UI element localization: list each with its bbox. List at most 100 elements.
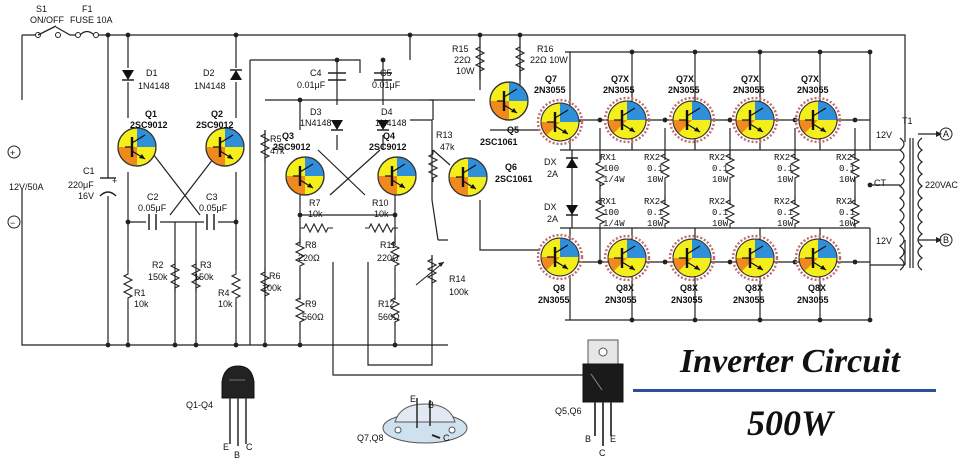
r3-label: R3 [200, 260, 212, 270]
resistor-r10 [365, 222, 398, 234]
transformer-t1 [899, 137, 923, 271]
rx2-t4-watt: 10W [839, 175, 856, 185]
q7x-4-label: Q7X [801, 74, 819, 84]
transistor-q8 [536, 233, 584, 281]
r8-label: R8 [305, 240, 317, 250]
f1-desc: FUSE 10A [70, 15, 113, 25]
diode-d2 [229, 69, 243, 81]
package-to3 [382, 398, 468, 444]
d3-value: 1N4148 [300, 118, 332, 128]
dx-2-value: 2A [547, 214, 558, 224]
switch-s1 [35, 25, 61, 38]
pkg-q5q6-pin-c: C [599, 448, 606, 458]
pkg-q7q8-pin-b: B [428, 400, 434, 410]
pkg-q1q4-pin-b: B [234, 450, 240, 460]
q8x-1-value: 2N3055 [605, 295, 637, 305]
capacitor-c5 [374, 72, 392, 81]
q7x-3-value: 2N3055 [733, 85, 765, 95]
q6-label: Q6 [505, 162, 517, 172]
c1-voltage: 16V [78, 191, 94, 201]
c3-value: 0.05μF [199, 203, 228, 213]
rx2-b4-watt: 10W [839, 219, 856, 229]
rx2-t1-watt: 10W [647, 175, 664, 185]
title-underline [633, 389, 936, 392]
rx2-t2-watt: 10W [712, 175, 729, 185]
rx2-t4-label: RX2 [836, 153, 852, 163]
q6-value: 2SC1061 [495, 174, 533, 184]
transistor-q7 [536, 98, 584, 146]
output-terminal-b [936, 233, 953, 247]
q5-label: Q5 [507, 125, 519, 135]
q8x-3-label: Q8X [745, 283, 763, 293]
q8x-2-value: 2N3055 [671, 295, 703, 305]
q7-value: 2N3055 [534, 85, 566, 95]
q3-value: 2SC9012 [273, 142, 311, 152]
q4-value: 2SC9012 [369, 142, 407, 152]
t1-label: T1 [902, 116, 913, 126]
capacitor-c4 [328, 72, 346, 81]
t1-12v-bottom: 12V [876, 236, 892, 246]
q7x-4-value: 2N3055 [797, 85, 829, 95]
rx2-t4-value: 0.1 [839, 164, 855, 174]
q7x-2-value: 2N3055 [668, 85, 700, 95]
r10-value: 10k [374, 209, 389, 219]
pkg-q7q8-label: Q7,Q8 [357, 433, 384, 443]
diagram-subtitle: 500W [746, 403, 833, 443]
q8-value: 2N3055 [538, 295, 570, 305]
d1-value: 1N4148 [138, 81, 170, 91]
transistor-q8x-3 [731, 234, 779, 282]
minus-symbol: − [10, 218, 15, 228]
r6-label: R6 [269, 271, 281, 281]
output-terminal-a [936, 127, 953, 141]
battery-plus-terminal [7, 145, 21, 159]
transistor-q8x-2 [668, 234, 716, 282]
q7x-3-label: Q7X [741, 74, 759, 84]
r1-label: R1 [134, 288, 146, 298]
rx1-1-value: 100 [603, 164, 619, 174]
battery-label: 12V/50A [9, 182, 44, 192]
rx2-t3-value: 0.1 [777, 164, 793, 174]
rx2-t2-value: 0.1 [712, 164, 728, 174]
pkg-q5q6-pin-b: B [585, 434, 591, 444]
rx2-b2-label: RX2 [709, 197, 725, 207]
rx2-b1-label: RX2 [644, 197, 660, 207]
r6-value: 100k [262, 283, 282, 293]
c2-value: 0.05μF [138, 203, 167, 213]
r2-label: R2 [152, 260, 164, 270]
diode-dx-2 [565, 204, 579, 216]
output-b-label: B [943, 235, 949, 245]
s1-desc: ON/OFF [30, 15, 64, 25]
rx2-b3-value: 0.1 [777, 208, 793, 218]
q2-value: 2SC9012 [196, 120, 234, 130]
transistor-q8x-4 [794, 234, 842, 282]
rx2-b2-watt: 10W [712, 219, 729, 229]
dx-2-label: DX [544, 202, 557, 212]
r4-value: 10k [218, 299, 233, 309]
package-to92 [221, 365, 255, 446]
r10-label: R10 [372, 198, 389, 208]
d2-value: 1N4148 [194, 81, 226, 91]
r9-label: R9 [305, 299, 317, 309]
q4-label: Q4 [383, 131, 395, 141]
c2-label: C2 [147, 192, 159, 202]
resistor-r4 [231, 269, 241, 303]
r5-value: 47k [270, 146, 285, 156]
t1-ct: CT [874, 178, 886, 188]
q1-value: 2SC9012 [130, 120, 168, 130]
q8x-1-label: Q8X [616, 283, 634, 293]
fuse-f1 [75, 30, 99, 38]
output-a-label: A [943, 129, 949, 139]
c1-label: C1 [83, 166, 95, 176]
rx2-b4-label: RX2 [836, 197, 852, 207]
r16-value: 22Ω 10W [530, 55, 568, 65]
pkg-q5q6-label: Q5,Q6 [555, 406, 582, 416]
rx2-b2-value: 0.1 [712, 208, 728, 218]
dx-1-value: 2A [547, 169, 558, 179]
rx2-b3-label: RX2 [774, 197, 790, 207]
rx1-2-value: 100 [603, 208, 619, 218]
r16-label: R16 [537, 44, 554, 54]
q5-value: 2SC1061 [480, 137, 518, 147]
c4-label: C4 [310, 68, 322, 78]
q7-label: Q7 [545, 74, 557, 84]
